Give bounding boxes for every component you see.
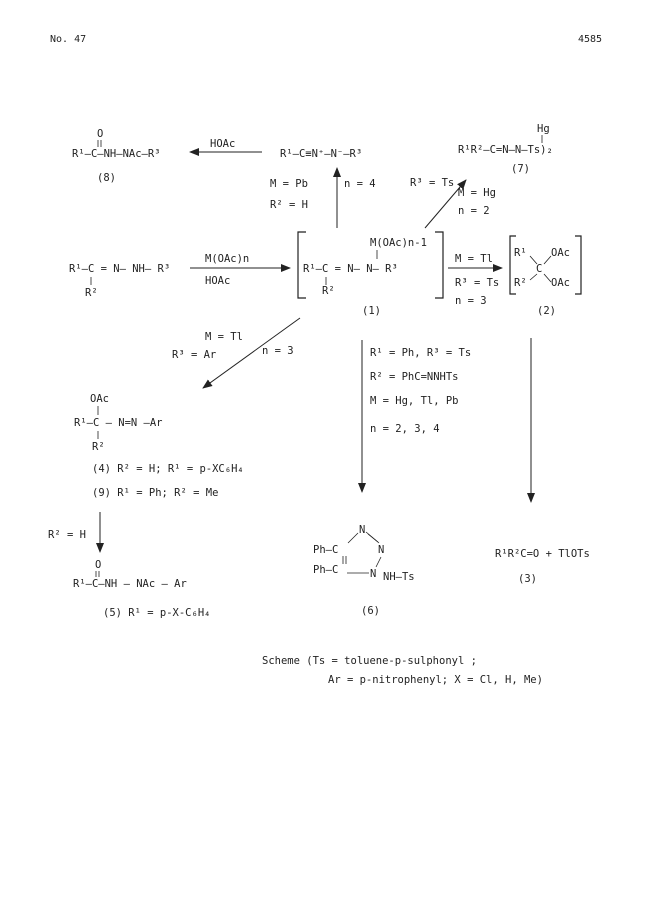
triazole-ph-c-lower: Ph–C <box>313 564 338 576</box>
hg-condition-r3: R³ = Ts <box>410 177 454 189</box>
compound-2-r1: R¹ <box>514 247 527 259</box>
intermediate-1-metal-group: M(OAc)n-1 <box>370 237 427 249</box>
compound-7-hg: Hg <box>537 123 550 135</box>
pb-condition-m: M = Pb <box>270 178 308 190</box>
compound-9-definition: (9) R¹ = Ph; R² = Me <box>92 487 218 499</box>
compound-8-formula: R¹–C–NH–NAc–R³ <box>72 148 161 160</box>
journal-issue: No. 47 <box>50 34 86 45</box>
compound-5-definition: (5) R¹ = p-X-C₆H₄ <box>103 607 210 619</box>
compound-2-right-bracket <box>575 235 582 295</box>
compound-2-oac-2: OAc <box>551 277 570 289</box>
tl-ar-condition-n: n = 3 <box>262 345 294 357</box>
intermediate-1-left-bracket <box>297 231 306 299</box>
center-condition-r1-r3: R¹ = Ph, R³ = Ts <box>370 347 471 359</box>
compound-2-r2: R² <box>514 277 527 289</box>
tl-ts-condition-n: n = 3 <box>455 295 487 307</box>
compound-2-label: (2) <box>537 305 556 317</box>
hydrolysis-condition: R² = H <box>48 529 86 541</box>
tl-ar-condition-r3: R³ = Ar <box>172 349 216 361</box>
reagent-metal-acetate: M(OAc)n <box>205 253 249 265</box>
compound-2-left-bracket <box>509 235 516 295</box>
scheme-footnote-line-1: Scheme (Ts = toluene-p-sulphonyl ; <box>262 655 477 667</box>
reagent-hoac: HOAc <box>205 275 230 287</box>
hg-path-arrow <box>424 179 467 229</box>
scheme-footnote-line-2: Ar = p-nitrophenyl; X = Cl, H, Me) <box>328 674 543 686</box>
pb-condition-r2: R² = H <box>270 199 308 211</box>
compound-2-oac-1: OAc <box>551 247 570 259</box>
compound-8-label: (8) <box>97 172 116 184</box>
tl-ts-condition-r3: R³ = Ts <box>455 277 499 289</box>
center-condition-m: M = Hg, Tl, Pb <box>370 395 459 407</box>
intermediate-1-formula: R¹–C = N– N– R³ <box>303 263 398 275</box>
compound-7-label: (7) <box>511 163 530 175</box>
center-condition-n: n = 2, 3, 4 <box>370 423 440 435</box>
compound-2-bond-oac1 <box>543 255 552 265</box>
intermediate-1-right-bracket <box>435 231 444 299</box>
hydrazone-formula: R¹–C = N– NH– R³ <box>69 263 170 275</box>
compound-4-definition: (4) R² = H; R¹ = p-XC₆H₄ <box>92 463 244 475</box>
triazole-bond-2b <box>367 533 380 544</box>
compound-3-formula: R¹R²C=O + TlOTs <box>495 548 590 560</box>
compound-2-carbon: C <box>536 263 542 275</box>
compound-5-carbonyl-o: O <box>95 559 101 571</box>
page-number: 4585 <box>578 34 602 45</box>
triazole-n-bottom: N <box>370 568 376 580</box>
compound-3-label: (3) <box>518 573 537 585</box>
pb-condition-n: n = 4 <box>344 178 376 190</box>
compound-4-oac: OAc <box>90 393 109 405</box>
tl-ar-arrow <box>202 317 301 389</box>
compound-4-r2: R² <box>92 441 105 453</box>
hydrazone-r2: R² <box>85 287 98 299</box>
intermediate-1-r2: R² <box>322 285 335 297</box>
compound-8-carbonyl-o: O <box>97 128 103 140</box>
tl-ts-condition-m: M = Tl <box>455 253 493 265</box>
compound-2-bond-oac2 <box>543 273 552 283</box>
compound-5-formula: R¹–C–NH – NAc – Ar <box>73 578 187 590</box>
triazole-bond-3 <box>375 556 382 568</box>
center-condition-r2: R² = PhC=NNHTs <box>370 371 459 383</box>
triazole-ph-c-upper: Ph–C <box>313 544 338 556</box>
compound-6-label: (6) <box>361 605 380 617</box>
hg-condition-n: n = 2 <box>458 205 490 217</box>
triazole-n-right: N <box>378 544 384 556</box>
triazole-n-top: N <box>359 524 365 536</box>
tl-ar-condition-m: M = Tl <box>205 331 243 343</box>
compound-2-bond-r2 <box>529 273 538 281</box>
compound-4-formula: R¹–C – N=N –Ar <box>74 417 163 429</box>
triazole-bond-1 <box>347 532 359 544</box>
hoac-arrow-label: HOAc <box>210 138 235 150</box>
intermediate-1-label: (1) <box>362 305 381 317</box>
compound-7-formula: R¹R²–C=N–N–Ts)₂ <box>458 144 553 156</box>
nitrilimine-formula: R¹–C≡N⁺–N⁻–R³ <box>280 148 362 160</box>
hg-condition-m: M = Hg <box>458 187 496 199</box>
triazole-nh-ts: NH–Ts <box>383 571 415 583</box>
compound-2-bond-r1 <box>529 255 538 265</box>
